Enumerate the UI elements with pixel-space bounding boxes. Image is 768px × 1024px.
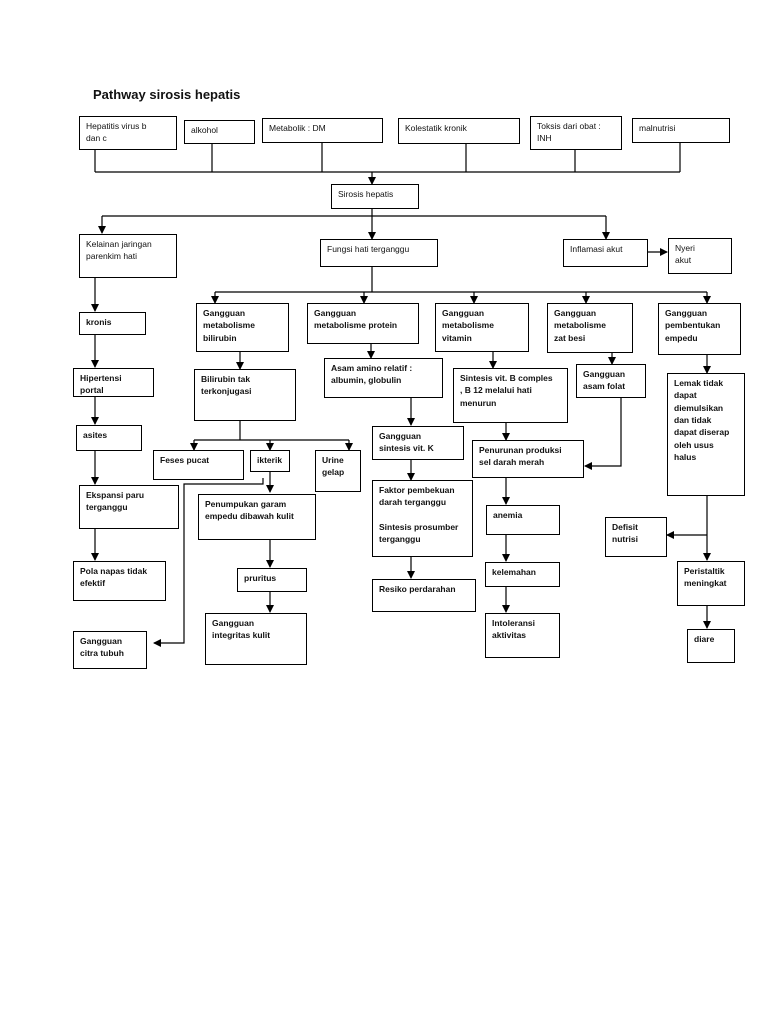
node-malnutrisi: malnutrisi	[632, 118, 730, 143]
node-kelainan-jaringan: Kelainan jaringan parenkim hati	[79, 234, 177, 278]
node-kolestatik: Kolestatik kronik	[398, 118, 520, 144]
node-pola-napas: Pola napas tidak efektif	[73, 561, 166, 601]
node-defisit-nutrisi: Defisit nutrisi	[605, 517, 667, 557]
node-faktor-pembekuan: Faktor pembekuan darah terganggu Sintesi…	[372, 480, 473, 557]
node-urine-gelap: Urine gelap	[315, 450, 361, 492]
node-sintesis-vit-b: Sintesis vit. B comples , B 12 melalui h…	[453, 368, 568, 423]
node-inflamasi-akut: Inflamasi akut	[563, 239, 648, 267]
node-gangguan-vitamin: Gangguan metabolisme vitamin	[435, 303, 529, 352]
node-kelemahan: kelemahan	[485, 562, 560, 587]
node-sintesis-vit-k: Gangguan sintesis vit. K	[372, 426, 464, 460]
node-citra-tubuh: Gangguan citra tubuh	[73, 631, 147, 669]
node-gangguan-zat-besi: Gangguan metabolisme zat besi	[547, 303, 633, 353]
node-feses-pucat: Feses pucat	[153, 450, 244, 480]
node-hipertensi-portal: Hipertensi portal	[73, 368, 154, 397]
diagram-title: Pathway sirosis hepatis	[93, 87, 241, 102]
node-asam-amino: Asam amino relatif : albumin, globulin	[324, 358, 443, 398]
node-integritas-kulit: Gangguan integritas kulit	[205, 613, 307, 665]
node-peristaltik-meningkat: Peristaltik meningkat	[677, 561, 745, 606]
node-diare: diare	[687, 629, 735, 663]
node-penurunan-produksi: Penurunan produksi sel darah merah	[472, 440, 584, 478]
node-ikterik: ikterik	[250, 450, 290, 472]
node-nyeri-akut: Nyeri akut	[668, 238, 732, 274]
node-asam-folat: Gangguan asam folat	[576, 364, 646, 398]
node-bilirubin-tak-konjugasi: Bilirubin tak terkonjugasi	[194, 369, 296, 421]
node-ekspansi-paru: Ekspansi paru terganggu	[79, 485, 179, 529]
node-metabolik: Metabolik : DM	[262, 118, 383, 143]
node-lemak-tidak-diemulsikan: Lemak tidak dapat diemulsikan dan tidak …	[667, 373, 745, 496]
node-intoleransi-aktivitas: Intoleransi aktivitas	[485, 613, 560, 658]
node-sirosis-hepatis: Sirosis hepatis	[331, 184, 419, 209]
node-toksis: Toksis dari obat : INH	[530, 116, 622, 150]
node-gangguan-empedu: Gangguan pembentukan empedu	[658, 303, 741, 355]
node-kronis: kronis	[79, 312, 146, 335]
node-alkohol: alkohol	[184, 120, 255, 144]
node-anemia: anemia	[486, 505, 560, 535]
node-asites: asites	[76, 425, 142, 451]
node-gangguan-protein: Gangguan metabolisme protein	[307, 303, 419, 344]
node-fungsi-hati: Fungsi hati terganggu	[320, 239, 438, 267]
node-penumpukan-garam: Penumpukan garam empedu dibawah kulit	[198, 494, 316, 540]
node-hepatitis: Hepatitis virus b dan c	[79, 116, 177, 150]
node-pruritus: pruritus	[237, 568, 307, 592]
node-gangguan-bilirubin: Gangguan metabolisme bilirubin	[196, 303, 289, 352]
node-resiko-perdarahan: Resiko perdarahan	[372, 579, 476, 612]
